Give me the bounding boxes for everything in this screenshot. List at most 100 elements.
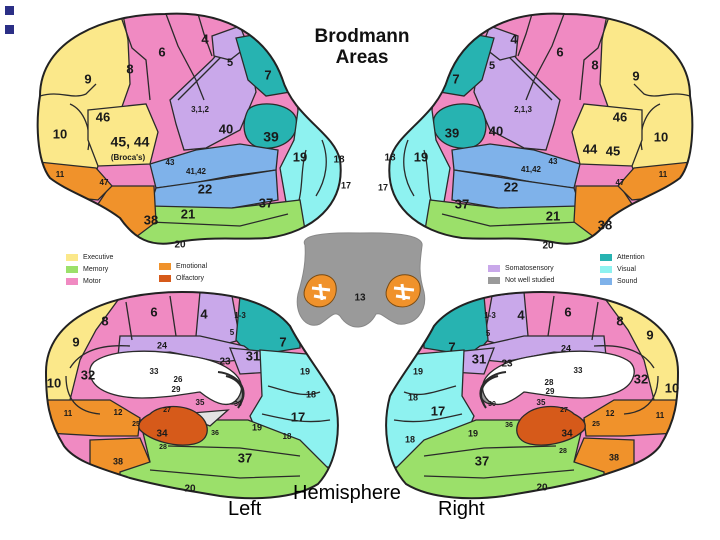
area-label-med-right: 24	[561, 343, 571, 353]
legend-item: Emotional	[159, 260, 207, 272]
legend-swatch	[159, 263, 171, 270]
legend-swatch	[488, 277, 500, 284]
area-label-lat-left: 22	[198, 181, 212, 196]
area-label-lat-left: 10	[53, 126, 67, 141]
area-label-med-left: 32	[81, 367, 95, 382]
area-label-med-right: 5	[486, 329, 491, 338]
area-label-med-right: 19	[468, 428, 478, 438]
area-label-med-left: 18	[306, 389, 316, 399]
legend-label: Not well studied	[505, 277, 554, 284]
legend-label: Olfactory	[176, 275, 204, 282]
legend-center: Somatosensory Not well studied	[488, 262, 554, 286]
legend-label: Emotional	[176, 263, 207, 270]
area-label-lat-left: 40	[219, 121, 233, 136]
area-label-lat-right: 43	[549, 157, 558, 166]
area-label-lat-left: 20	[174, 240, 186, 251]
area-label-med-right: 33	[574, 366, 583, 375]
area-label-med-left: 5	[230, 328, 235, 337]
legend-label: Executive	[83, 254, 113, 261]
area-label-lat-right: 38	[598, 217, 612, 232]
title-line-2: Areas	[292, 47, 432, 68]
area-label-lat-left: 37	[259, 195, 273, 210]
area-label-lat-left: (Broca's)	[111, 153, 146, 162]
area-label-lat-left: 17	[341, 180, 351, 190]
area-label-med-left: 11	[64, 409, 73, 418]
area-label-lat-left: 47	[100, 178, 109, 187]
area-label-med-left: 10	[47, 375, 61, 390]
area-label-med-right: 34	[561, 429, 573, 440]
area-label-med-left: 9	[72, 334, 79, 349]
area-label-lat-right: 11	[659, 170, 668, 179]
legend-label: Memory	[83, 266, 108, 273]
legend-item: Sound	[600, 275, 645, 287]
legend-label: Visual	[617, 266, 636, 273]
legend-swatch	[600, 278, 612, 285]
area-label-med-right: 23	[501, 359, 513, 370]
area-label-med-left: 24	[157, 340, 167, 350]
area-label-med-left: 20	[184, 484, 196, 495]
area-label-lat-right: 10	[654, 129, 668, 144]
area-label-lat-right: 37	[455, 196, 469, 211]
area-label-med-left: 19	[300, 366, 310, 376]
area-label-med-right: 6	[564, 304, 571, 319]
inferior-view	[297, 233, 424, 327]
legend-label: Motor	[83, 278, 101, 285]
area-label-med-right: 29	[546, 387, 555, 396]
area-label-med-left: 8	[101, 313, 108, 328]
area-label-med-right: 36	[505, 422, 513, 429]
diagram-title: Brodmann Areas	[292, 26, 432, 68]
legend-swatch	[488, 265, 500, 272]
area-label-med-right: 1-3	[484, 311, 496, 320]
caption-left: Left	[228, 498, 261, 521]
area-label-center: 13	[354, 293, 366, 304]
area-label-lat-left: 41,42	[186, 167, 207, 176]
area-label-med-left: 28	[159, 444, 167, 451]
area-label-lat-left: 18	[333, 155, 345, 166]
area-label-med-right: 35	[537, 398, 546, 407]
legend-swatch	[600, 254, 612, 261]
area-label-med-right: 9	[646, 327, 653, 342]
legend-swatch	[66, 278, 78, 285]
area-label-lat-left: 45, 44	[111, 134, 150, 150]
area-label-med-left: 1-3	[234, 311, 246, 320]
area-label-lat-right: 6	[556, 44, 563, 59]
area-label-lat-left: 8	[126, 61, 133, 76]
area-label-med-right: 17	[431, 403, 445, 418]
area-label-med-right: 18	[408, 392, 418, 402]
caption-center: Hemisphere	[293, 482, 401, 505]
area-label-lat-left: 7	[264, 67, 271, 82]
area-label-lat-right: 44	[583, 141, 598, 156]
area-label-med-left: 37	[238, 450, 252, 465]
legend-label: Somatosensory	[505, 265, 554, 272]
area-label-med-right: 10	[665, 380, 679, 395]
area-label-lat-right: 5	[489, 60, 495, 72]
area-label-med-left: 30	[234, 401, 242, 408]
legend-item: Attention	[600, 251, 645, 263]
area-label-med-right: 19	[413, 366, 423, 376]
area-label-med-left: 29	[172, 385, 181, 394]
area-label-lat-right: 40	[489, 123, 503, 138]
area-label-lat-right: 21	[546, 208, 560, 223]
area-label-lat-right: 22	[504, 179, 518, 194]
legend-right: Attention Visual Sound	[600, 251, 645, 287]
legend-item: Memory	[66, 263, 113, 275]
area-label-med-left: 26	[174, 375, 183, 384]
area-label-med-left: 25	[132, 421, 140, 428]
area-label-lat-left: 39	[263, 129, 279, 145]
area-label-lat-right: 45	[606, 143, 620, 158]
legend-mid: Emotional Olfactory	[159, 260, 207, 284]
legend-item: Not well studied	[488, 274, 554, 286]
area-label-lat-right: 18	[384, 153, 396, 164]
area-label-med-left: 17	[291, 409, 305, 424]
area-label-med-right: 8	[616, 313, 623, 328]
legend-label: Attention	[617, 254, 645, 261]
area-label-med-right: 7	[448, 339, 455, 354]
area-label-med-right: 30	[488, 401, 496, 408]
area-label-lat-right: 20	[542, 241, 554, 252]
area-label-med-right: 25	[592, 421, 600, 428]
legend-swatch	[66, 266, 78, 273]
area-label-lat-left: 5	[227, 57, 233, 69]
area-label-lat-left: 38	[144, 212, 158, 227]
area-label-med-right: 27	[560, 407, 568, 414]
